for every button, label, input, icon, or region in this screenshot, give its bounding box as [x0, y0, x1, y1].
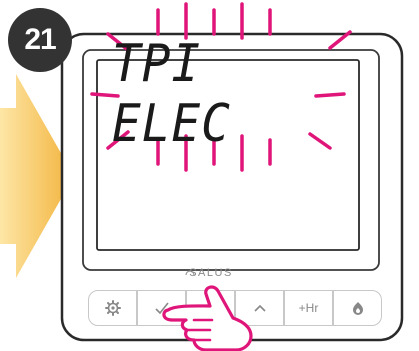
- confirm-button[interactable]: [137, 290, 186, 326]
- settings-button[interactable]: [88, 290, 137, 326]
- brand-name: SALUS: [181, 266, 241, 280]
- checkmark-icon: [155, 302, 169, 314]
- lcd-display-text: TPI ELEC: [112, 66, 318, 122]
- up-icon: [254, 304, 266, 312]
- plus-hour-label: +Hr: [299, 301, 319, 315]
- gear-icon: [105, 300, 121, 316]
- flame-icon: [352, 301, 364, 315]
- down-button[interactable]: [186, 290, 235, 326]
- plus-hour-button[interactable]: +Hr: [284, 290, 333, 326]
- down-icon: [205, 304, 217, 312]
- mode-button[interactable]: [333, 290, 382, 326]
- up-button[interactable]: [235, 290, 284, 326]
- step-number-badge: 21: [8, 8, 72, 72]
